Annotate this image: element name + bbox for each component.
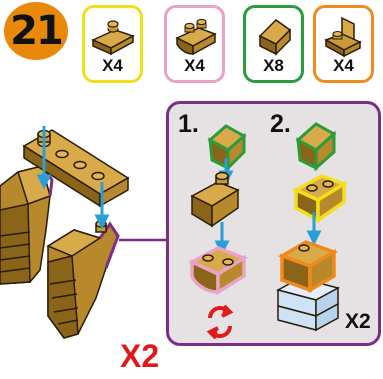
sub-step-2-roof-tile bbox=[298, 124, 334, 168]
left-wing-piece bbox=[0, 166, 52, 284]
rotate-arrows-icon bbox=[210, 306, 230, 338]
sub-step-1-sloped-brick bbox=[192, 173, 238, 227]
sub-step-label: 2. bbox=[270, 110, 291, 139]
main-multiplier: X2 bbox=[120, 338, 159, 375]
sub-step-2-bracket-brick bbox=[282, 242, 334, 290]
sub-step-1-curved-brick bbox=[192, 248, 244, 292]
subassembly-multiplier: X2 bbox=[345, 310, 371, 334]
sub-step-2-sloped-brick bbox=[296, 176, 344, 220]
sub-step-label: 1. bbox=[178, 110, 199, 139]
right-wing-piece bbox=[48, 221, 118, 338]
